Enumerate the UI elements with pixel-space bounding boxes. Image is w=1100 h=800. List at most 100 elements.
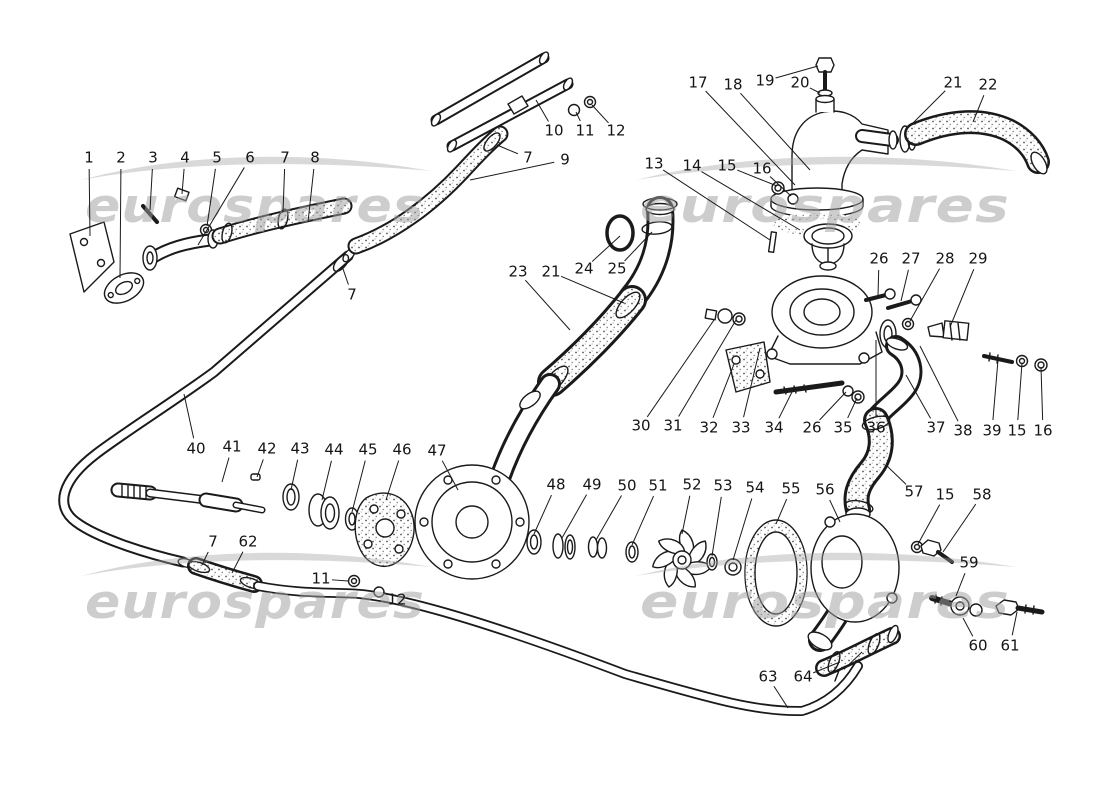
union-fittings [929,594,1045,617]
watermark-swoosh [81,156,431,180]
leader-line [307,168,315,223]
leader-line [705,90,796,186]
thermostat-housing [770,57,917,235]
leader-line [197,167,245,246]
leader-line [962,617,974,637]
inlet-bracket-fittings [69,187,219,304]
leader-line [909,268,941,322]
watermark-text: eurospares [640,575,1010,630]
leader-line [819,391,847,421]
leader-line [737,169,778,187]
leader-line [955,573,966,597]
leader-line [201,551,209,566]
volute-housing [414,390,541,580]
leader-line [575,111,581,122]
leader-line [560,275,625,304]
leader-line [119,168,122,279]
leader-line [847,397,858,419]
right-stud-set [982,352,1048,372]
leader-line [743,347,761,418]
watermark-swoosh [636,156,1016,180]
leader-line [942,503,977,553]
leader-line [441,460,459,491]
cover-gasket [744,519,808,627]
leader-line [740,92,811,171]
pump-gasket [725,341,771,393]
return-pipe [58,247,356,569]
leader-line [533,494,552,535]
leader-line [149,168,153,211]
leader-line [331,579,349,582]
leader-line [351,460,366,513]
outlet-elbow [865,335,923,429]
leader-line [992,359,999,421]
watermark-swoosh [636,552,1016,576]
leader-line [900,269,909,302]
leader-line [1011,611,1018,636]
leader-line [181,168,185,195]
stud-nut-washer [773,380,865,404]
pump-hose [843,407,894,523]
leader-line [701,171,801,231]
upper-hose [347,125,509,255]
bolts-sensor [864,288,970,341]
watermark-text: eurospares [85,179,425,234]
leader-line [382,591,388,595]
leader-line [773,685,789,709]
pump-cover [807,507,900,652]
leader-line [778,389,794,419]
spacer-set [526,529,639,563]
leader-line [88,168,91,237]
leader-line [711,496,722,557]
top-left-hose [211,197,353,245]
leader-line [775,65,819,79]
leader-line [591,104,609,124]
leader-line [813,661,841,674]
upper-right-hose [904,110,1050,175]
leader-line [469,161,555,181]
leader-line [949,268,975,328]
water-pump-body [766,275,897,365]
leader-line [769,176,792,197]
leader-line [256,459,264,478]
leader-line [712,363,735,418]
leader-line [183,393,195,439]
leader-line [905,90,946,131]
impeller [652,529,712,588]
watermark-text: eurospares [85,575,425,630]
leader-line [496,144,519,155]
leader-line [206,168,216,227]
leader-line [919,345,959,422]
leader-line [877,269,880,297]
leader-line [681,495,691,535]
pump-shaft [110,473,266,514]
leader-line [385,460,400,501]
cover-bolt [910,539,954,564]
leader-line [341,265,349,285]
leader-line [843,651,863,670]
leader-line [662,169,771,241]
bottom-pipe [253,574,863,717]
pump-inlet-hose [489,285,647,489]
watermark-swoosh [81,552,431,576]
leader-line [917,504,941,545]
bearing-set [282,483,360,531]
leader-line [905,374,932,419]
leader-line [282,168,286,213]
leader-line [631,495,655,546]
bottom-right-hose [815,624,901,677]
leader-line [885,464,907,485]
leader-line [595,495,622,541]
leader-line [561,494,588,539]
leader-line [1040,366,1044,421]
leader-line [678,319,737,417]
leader-line [221,457,230,483]
crossover-pipes [430,51,597,153]
leader-line [646,319,715,418]
leader-line [290,459,299,491]
leader-line [829,499,841,523]
leader-line [809,87,821,94]
